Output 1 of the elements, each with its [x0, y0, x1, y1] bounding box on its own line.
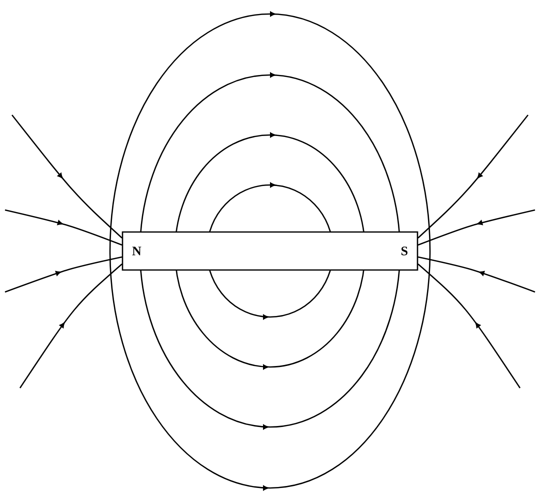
bar-magnet: N S [122, 231, 418, 271]
